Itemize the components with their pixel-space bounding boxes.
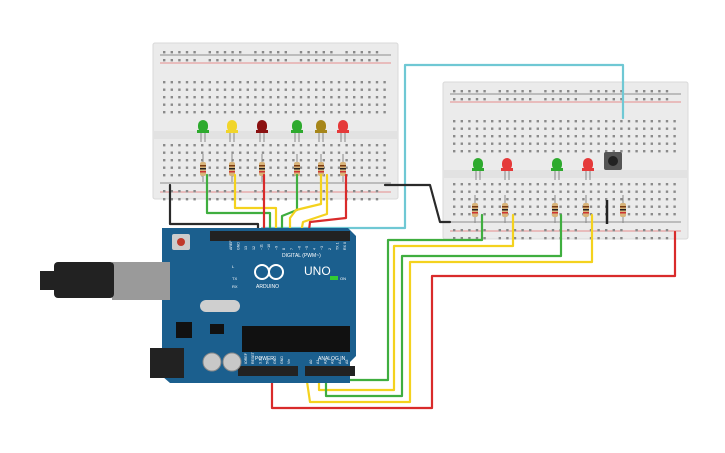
power-jack[interactable] <box>150 348 184 378</box>
pin-label: A3 <box>331 360 335 364</box>
capacitor-1 <box>202 352 222 372</box>
on-led <box>330 276 338 280</box>
pin-label: GND <box>280 356 284 364</box>
arduino-uno[interactable]: UNO ARDUINO DIGITAL (PWM~) POWER ANALOG … <box>40 228 356 383</box>
red-led-2[interactable] <box>501 158 513 180</box>
resistor-11[interactable] <box>620 195 626 223</box>
capacitor-2 <box>222 352 242 372</box>
pin-label: A2 <box>323 360 327 364</box>
pin-label: GND <box>273 356 277 364</box>
resistor-3[interactable] <box>259 154 265 182</box>
board-name: UNO <box>304 264 331 278</box>
wire-green-2 <box>280 173 299 240</box>
pin-label: A5 <box>345 360 349 364</box>
green-led-4[interactable] <box>551 158 563 180</box>
dark-red-led-1[interactable] <box>256 120 268 142</box>
pin-label: AREF <box>229 240 233 250</box>
pin-label: ~10 <box>267 244 271 250</box>
pin-label: 4 <box>313 248 317 250</box>
power-label: POWER <box>255 356 274 362</box>
usb-cable[interactable] <box>54 262 114 298</box>
breadboard-left[interactable] <box>152 42 399 201</box>
pin-label: ~9 <box>275 246 279 250</box>
right-leds[interactable] <box>472 158 594 180</box>
pin-label: 8 <box>282 248 286 250</box>
pin-label: 13 <box>244 246 248 250</box>
left-leds[interactable] <box>197 120 349 142</box>
power-header[interactable] <box>238 366 298 376</box>
l-label: L <box>232 264 235 269</box>
pin-label: Vin <box>287 359 291 364</box>
pin-label: A1 <box>316 360 320 364</box>
digital-label: DIGITAL (PWM~) <box>282 253 321 259</box>
pin-label: TX 1 <box>335 242 339 250</box>
right-resistors[interactable] <box>472 195 626 223</box>
analog-header[interactable] <box>305 366 355 376</box>
wire-yellow-1 <box>233 173 278 240</box>
red-led-3[interactable] <box>582 158 594 180</box>
green-led-3[interactable] <box>472 158 484 180</box>
wire-green-1 <box>205 173 272 240</box>
pin-label: IOREF <box>244 352 248 364</box>
pin-label: 2 <box>328 248 332 250</box>
wire-black-rail <box>383 183 452 224</box>
resistor-6[interactable] <box>340 154 346 182</box>
on-label: ON <box>340 276 346 281</box>
wire-yellow-4 <box>317 213 515 392</box>
pin-label: RX 0 <box>343 242 347 250</box>
breadboard-right[interactable] <box>442 81 689 240</box>
resistor-8[interactable] <box>502 195 508 223</box>
board-brand: ARDUINO <box>256 284 279 290</box>
olive-led-1[interactable] <box>315 120 327 142</box>
right-hole-grid[interactable] <box>453 90 676 240</box>
pin-label: 7 <box>290 248 294 250</box>
pin-label: GND <box>237 242 241 250</box>
pin-label: A4 <box>338 360 342 364</box>
digital-header[interactable] <box>210 231 350 241</box>
resistor-1[interactable] <box>200 154 206 182</box>
analog-label: ANALOG IN <box>318 356 346 362</box>
yellow-led-1[interactable] <box>226 120 238 142</box>
crystal <box>200 300 240 312</box>
resistor-10[interactable] <box>583 195 589 223</box>
regulator <box>176 322 192 338</box>
atmega-chip <box>242 326 350 352</box>
pin-label: RESET <box>251 351 255 364</box>
wire-red-3 <box>270 230 677 410</box>
wire-green-4 <box>324 213 563 398</box>
rx-label: RX <box>232 284 238 289</box>
green-led-1[interactable] <box>197 120 209 142</box>
pin-label: 12 <box>252 246 256 250</box>
pushbutton[interactable] <box>604 152 622 170</box>
wire-yellow-2 <box>288 173 323 240</box>
pin-label: 5V <box>266 359 270 364</box>
tx-label: TX <box>232 276 237 281</box>
resistor-7[interactable] <box>472 195 478 223</box>
green-led-2[interactable] <box>291 120 303 142</box>
resistor-2[interactable] <box>229 154 235 182</box>
left-resistors[interactable] <box>200 154 346 182</box>
right-center-gap <box>443 170 688 178</box>
pin-label: ~11 <box>259 244 263 250</box>
pin-label: ~5 <box>305 246 309 250</box>
pin-label: ~6 <box>297 246 301 250</box>
left-center-gap <box>153 131 398 139</box>
arduino-logo <box>254 264 284 280</box>
resistor-9[interactable] <box>552 195 558 223</box>
red-led-1[interactable] <box>337 120 349 142</box>
pin-label: ~3 <box>320 246 324 250</box>
pin-label: A0 <box>309 360 313 364</box>
usb-connector <box>112 262 170 300</box>
wire-yellow-5 <box>303 213 594 404</box>
pin-label: 3.3V <box>258 356 262 364</box>
